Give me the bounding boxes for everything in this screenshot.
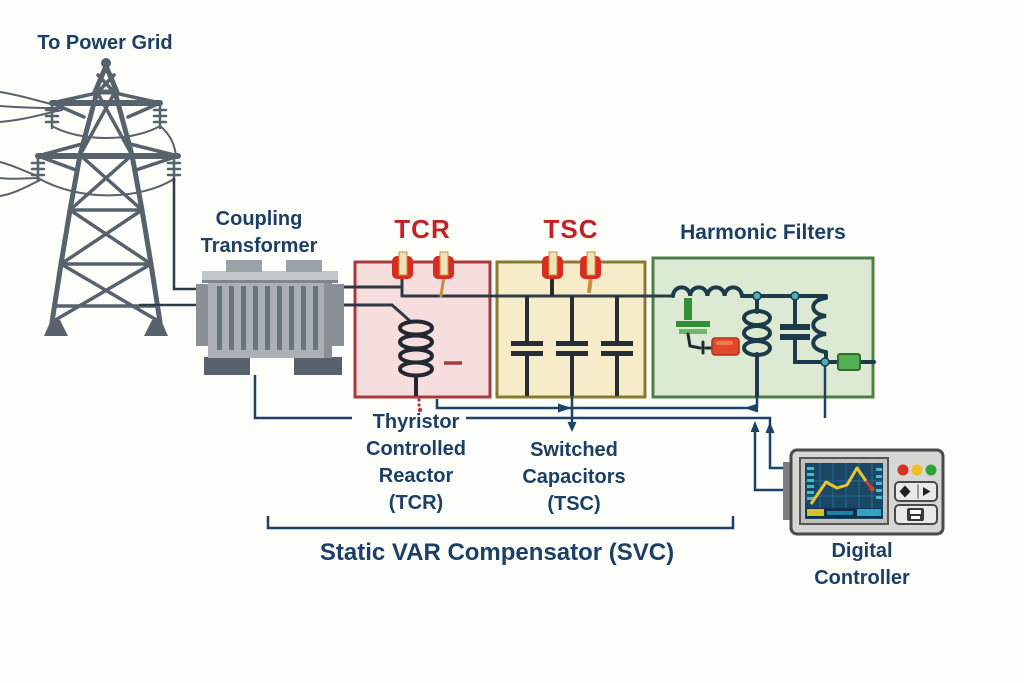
status-leds bbox=[897, 464, 937, 476]
tcr-dashed-lead bbox=[417, 398, 423, 413]
harmonic-filters-label: Harmonic Filters bbox=[680, 221, 846, 244]
series-inductor bbox=[671, 285, 744, 298]
tsc-title: TSC bbox=[543, 214, 599, 244]
control-wiring bbox=[253, 362, 827, 492]
tsc-caption: Switched Capacitors (TSC) bbox=[522, 439, 626, 515]
signal-arrowheads bbox=[558, 403, 775, 433]
tcr-caption: Thyristor Controlled Reactor (TCR) bbox=[366, 411, 466, 514]
screen-scale-bars bbox=[807, 467, 882, 500]
transformer-foot-right bbox=[294, 357, 342, 375]
transformer-bushing bbox=[286, 260, 322, 272]
coupling-transformer-label: Coupling Transformer bbox=[200, 208, 318, 257]
screen-trend-line bbox=[809, 466, 868, 505]
thyristor-icon bbox=[542, 251, 563, 279]
tcr-title: TCR bbox=[394, 214, 451, 244]
tcr-inductor bbox=[398, 319, 434, 396]
controller-buttons bbox=[894, 481, 938, 525]
transmission-tower bbox=[30, 58, 182, 336]
transformer-bushing bbox=[226, 260, 262, 272]
svc-bracket bbox=[266, 516, 735, 530]
insulator-strings bbox=[30, 102, 182, 183]
tsc-capacitor-bank bbox=[511, 275, 633, 396]
led-green bbox=[925, 464, 937, 476]
damping-capacitor-green bbox=[676, 298, 714, 355]
transformer-foot-left bbox=[204, 357, 250, 375]
digital-controller-graphic bbox=[783, 448, 945, 536]
damping-resistor-red bbox=[711, 337, 740, 356]
transformer-fins bbox=[217, 286, 318, 350]
thyristor-icon bbox=[580, 251, 601, 279]
filter-resistor-green bbox=[837, 353, 861, 371]
tower-foot-right bbox=[144, 320, 168, 336]
junction-dots bbox=[752, 291, 830, 367]
digital-controller-label: Digital Controller bbox=[814, 540, 910, 589]
tower-foot-left bbox=[44, 320, 68, 336]
shunt-capacitor bbox=[780, 296, 826, 364]
power-grid-conductors bbox=[0, 91, 177, 197]
shunt-inductor bbox=[742, 296, 772, 398]
arrow-right-icon bbox=[923, 487, 931, 496]
thyristor-icon bbox=[433, 251, 454, 279]
nav-diamond-icon bbox=[899, 485, 911, 498]
to-power-grid-label: To Power Grid bbox=[37, 32, 173, 54]
thyristor-gate-lead bbox=[439, 274, 446, 298]
thyristor-valve-icons bbox=[392, 251, 601, 279]
coupling-transformer-graphic bbox=[196, 260, 344, 375]
led-yellow bbox=[911, 464, 923, 476]
thyristor-icon bbox=[392, 251, 413, 279]
led-red bbox=[897, 464, 909, 476]
svc-label: Static VAR Compensator (SVC) bbox=[319, 539, 675, 566]
